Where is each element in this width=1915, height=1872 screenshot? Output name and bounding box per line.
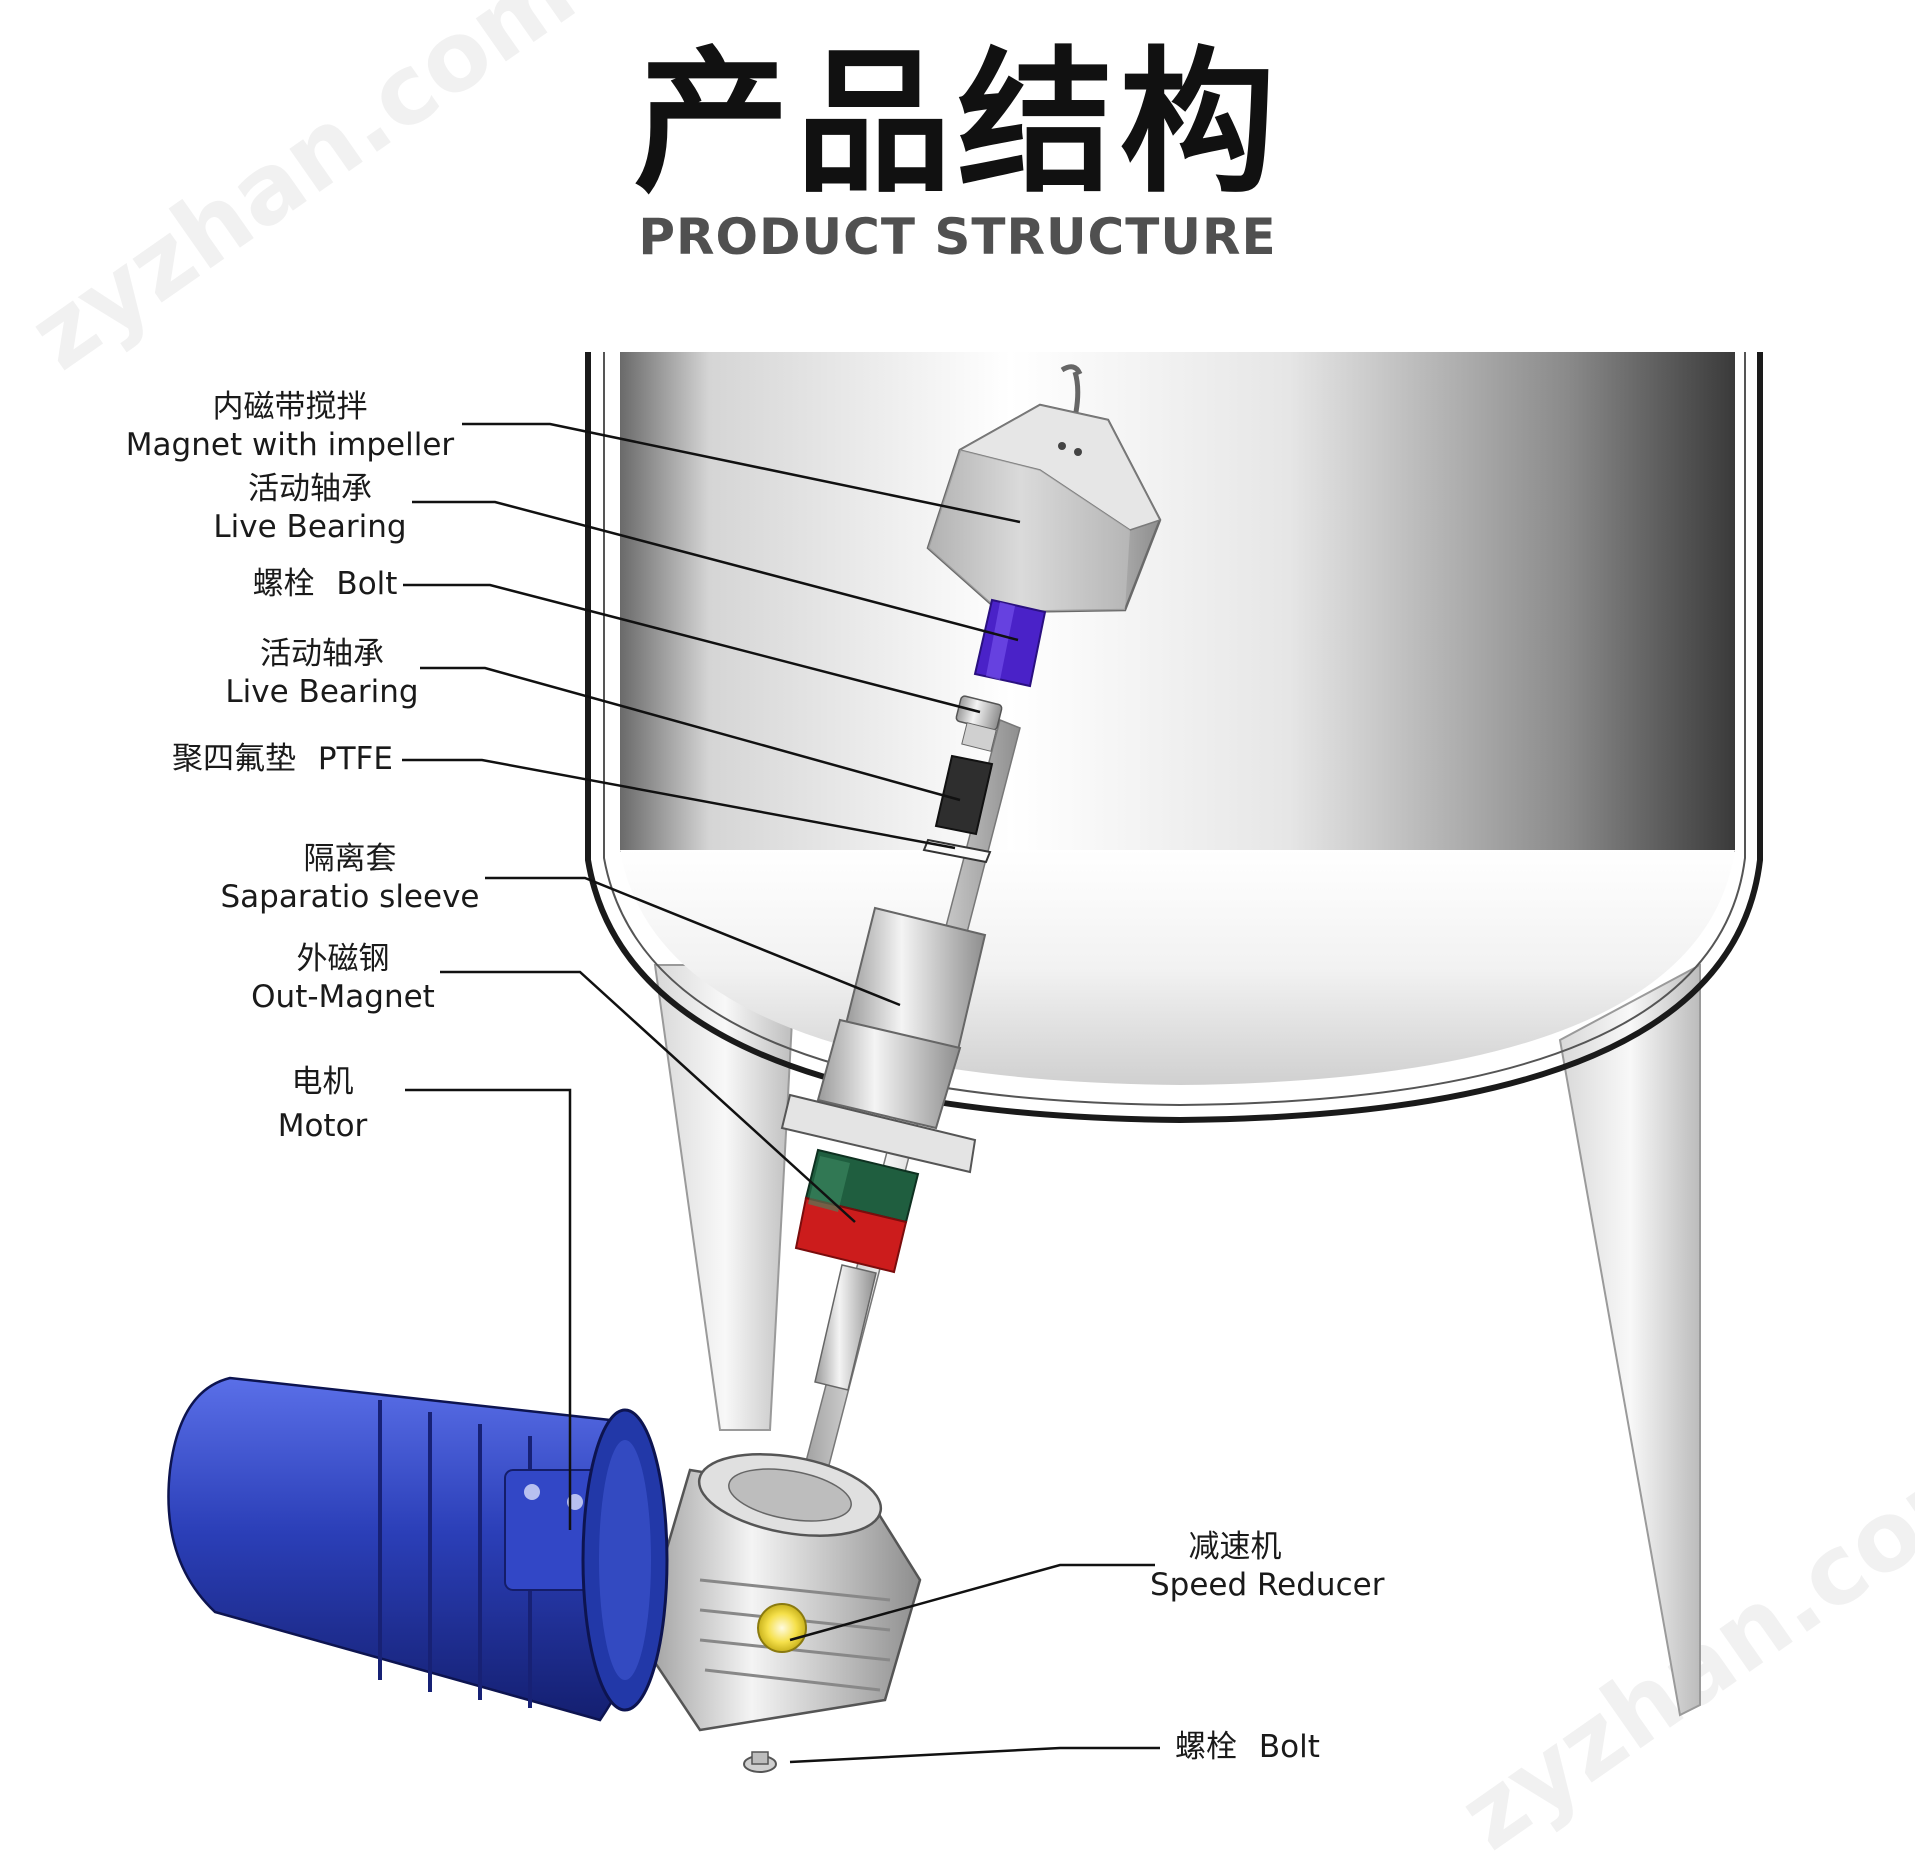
label-magnet-impeller-cn: 内磁带搅拌 bbox=[212, 389, 368, 425]
label-bolt-1: 螺栓 Bolt bbox=[245, 565, 405, 603]
label-live-bearing-2: 活动轴承 Live Bearing bbox=[222, 635, 422, 711]
live-bearing-lower-part bbox=[934, 754, 994, 836]
speed-reducer-part bbox=[638, 1453, 922, 1732]
leader-line-magnet-impeller bbox=[462, 422, 1021, 524]
leader-line-live-bearing-1 bbox=[412, 500, 1019, 642]
label-live-bearing-1-en: Live Bearing bbox=[213, 509, 407, 545]
label-speed-reducer-en: Speed Reducer bbox=[1150, 1567, 1385, 1603]
leader-line-separation-sleeve bbox=[485, 876, 901, 1007]
leader-line-ptfe bbox=[402, 758, 956, 850]
label-live-bearing-2-en: Live Bearing bbox=[225, 674, 419, 710]
label-separation-sleeve-cn: 隔离套 bbox=[303, 841, 397, 877]
leader-line-bolt-2 bbox=[789, 1746, 1160, 1764]
label-separation-sleeve: 隔离套 Saparatio sleeve bbox=[210, 840, 490, 916]
leader-line-live-bearing-2 bbox=[420, 666, 961, 802]
label-live-bearing-2-cn: 活动轴承 bbox=[260, 636, 384, 672]
label-motor-en: Motor bbox=[277, 1108, 368, 1144]
label-live-bearing-1: 活动轴承 Live Bearing bbox=[210, 470, 410, 546]
leader-line-motor bbox=[405, 1088, 572, 1530]
label-bolt-2: 螺栓 Bolt bbox=[1175, 1728, 1355, 1766]
bolt-lower-part bbox=[743, 1751, 777, 1773]
magnet-impeller-part bbox=[926, 364, 1162, 614]
shaft-assembly bbox=[780, 364, 1162, 1501]
label-ptfe: 聚四氟垫 PTFE bbox=[160, 740, 405, 778]
label-speed-reducer: 减速机 Speed Reducer bbox=[1150, 1528, 1410, 1604]
label-bolt-1-en: Bolt bbox=[336, 566, 398, 602]
page-title: 产品结构 bbox=[633, 32, 1282, 214]
label-bolt-2-en: Bolt bbox=[1258, 1729, 1320, 1765]
page-subtitle: PRODUCT STRUCTURE bbox=[638, 208, 1277, 266]
label-bolt-1-cn: 螺栓 bbox=[252, 566, 315, 602]
tank-vessel bbox=[585, 352, 1763, 1124]
separation-sleeve-part bbox=[780, 906, 987, 1174]
label-speed-reducer-cn: 减速机 bbox=[1188, 1529, 1282, 1565]
leader-line-out-magnet bbox=[440, 970, 856, 1223]
label-live-bearing-1-cn: 活动轴承 bbox=[248, 471, 372, 507]
product-structure-diagram bbox=[167, 352, 1763, 1773]
label-ptfe-en: PTFE bbox=[317, 741, 393, 777]
label-motor-cn: 电机 bbox=[291, 1064, 354, 1100]
tank-leg-right bbox=[1558, 963, 1701, 1717]
label-ptfe-cn: 聚四氟垫 bbox=[172, 741, 297, 777]
label-motor: 电机 Motor bbox=[255, 1060, 390, 1148]
label-magnet-impeller: 内磁带搅拌 Magnet with impeller bbox=[110, 388, 470, 464]
leader-lines bbox=[402, 422, 1160, 1764]
motor-part bbox=[167, 1376, 669, 1722]
label-magnet-impeller-en: Magnet with impeller bbox=[125, 427, 455, 463]
leader-line-bolt-1 bbox=[403, 583, 981, 714]
label-separation-sleeve-en: Saparatio sleeve bbox=[220, 879, 480, 915]
label-bolt-2-cn: 螺栓 bbox=[1175, 1729, 1237, 1765]
leader-line-speed-reducer bbox=[789, 1563, 1155, 1642]
reducer-light-icon bbox=[757, 1603, 807, 1653]
label-out-magnet: 外磁钢 Out-Magnet bbox=[238, 940, 448, 1016]
label-out-magnet-cn: 外磁钢 bbox=[296, 941, 390, 977]
label-out-magnet-en: Out-Magnet bbox=[251, 979, 435, 1015]
